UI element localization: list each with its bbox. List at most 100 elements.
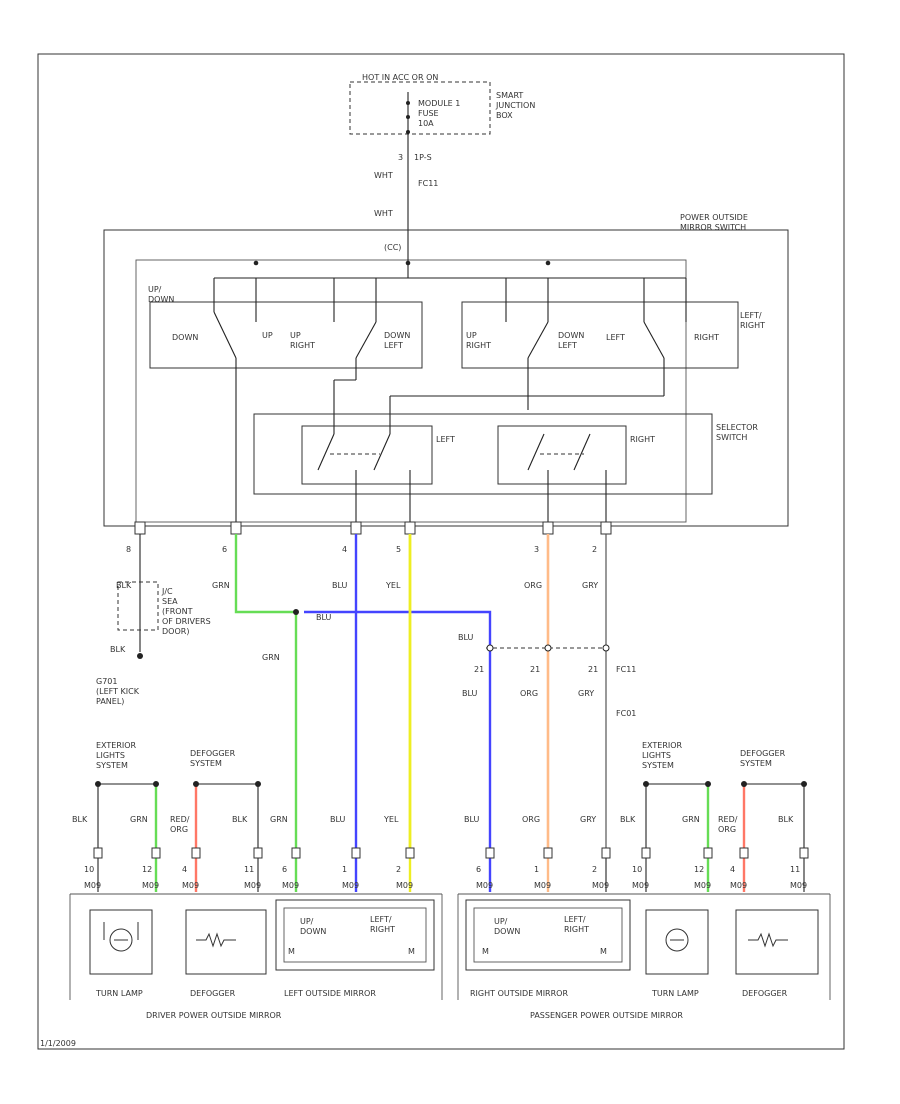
leftright-label: LEFT/RIGHT: [740, 311, 765, 330]
left-mirror-box: [275, 899, 435, 971]
lower-pin-connector: [93, 847, 103, 859]
lower-connector-code: M09: [694, 881, 711, 890]
lower-connector-code: M09: [592, 881, 609, 890]
fc-mid-label-2: FC01: [616, 709, 636, 718]
left-motor2: LEFT/RIGHT: [370, 915, 395, 934]
lower-connector-code: M09: [244, 881, 261, 890]
lower-pin-number: 1: [342, 865, 347, 874]
lower-wire-color: BLU: [464, 815, 480, 824]
lower-wires-right: BLU6M09ORG1M09GRY2M09BLK10M09GRN12M09RED…: [464, 781, 809, 892]
passenger-mirror-assembly: UP/DOWN LEFT/RIGHT M M RIGHT OUTSIDE MIR…: [457, 893, 831, 1020]
leftright-switch-box: [461, 301, 739, 369]
lower-wire-color: BLU: [330, 815, 346, 824]
footer-code: 1/1/2009: [40, 1039, 76, 1048]
cc-label: (CC): [384, 243, 401, 252]
left-motor-sym-1: M: [288, 947, 295, 956]
switch-pin-color: GRN: [212, 581, 230, 590]
right-mirror-box: [465, 899, 631, 971]
wire-end-dot: [643, 781, 649, 787]
lower-wire-color: RED/ORG: [170, 815, 190, 834]
left-motor-sym-2: M: [408, 947, 415, 956]
lower-pin-connector: [601, 847, 611, 859]
lower-connector-code: M09: [84, 881, 101, 890]
updown-label: UP/DOWN: [148, 285, 174, 304]
driver-assembly-label: DRIVER POWER OUTSIDE MIRROR: [146, 1011, 282, 1020]
right-motor1: UP/DOWN: [494, 917, 520, 936]
lower-wire-color: GRN: [130, 815, 148, 824]
lower-pin-connector: [191, 847, 201, 859]
gry2-label: GRY: [578, 689, 594, 698]
hot-label: HOT IN ACC OR ON: [362, 73, 438, 82]
lower-wire-color: BLK: [232, 815, 248, 824]
bulb-icon-right: [665, 928, 689, 952]
lower-wire-color: GRN: [682, 815, 700, 824]
connector-top-name: 1P-S: [414, 153, 432, 162]
wht-label-2: WHT: [374, 209, 393, 218]
switch-pin-color: BLK: [116, 581, 132, 590]
heater-icon: [196, 932, 236, 948]
lower-pin-connector: [641, 847, 651, 859]
org2-label: ORG: [520, 689, 538, 698]
lower-pin-connector: [291, 847, 301, 859]
lower-connector-code: M09: [282, 881, 299, 890]
lower-pin-connector: [543, 847, 553, 859]
left-motor1: UP/DOWN: [300, 917, 326, 936]
blu-mid-label: BLU: [316, 613, 332, 622]
lower-wires-left: BLK10M09GRN12M09RED/ORG4M09BLK11M09GRN6M…: [72, 781, 415, 892]
turn-lamp-left-box: [89, 909, 153, 975]
wire-end-dot: [193, 781, 199, 787]
selector-right-label: RIGHT: [630, 435, 655, 444]
defogger-right-label: DEFOGGER: [742, 989, 788, 998]
fc-label: FC11: [418, 179, 438, 188]
switch-pin-number: 4: [342, 545, 347, 554]
right-motor2: LEFT/RIGHT: [564, 915, 589, 934]
right-motor-sym-1: M: [482, 947, 489, 956]
lower-pin-number: 2: [592, 865, 597, 874]
lower-pin-number: 4: [730, 865, 735, 874]
switch-pin-connector: [230, 521, 242, 535]
lower-pin-number: 12: [142, 865, 152, 874]
lower-pin-number: 10: [632, 865, 642, 874]
lower-wire-color: BLK: [620, 815, 636, 824]
lower-wire-color: RED/ORG: [718, 815, 738, 834]
lower-connector-code: M09: [790, 881, 807, 890]
turn-lamp-right-box: [645, 909, 709, 975]
pin-21a: 21: [474, 665, 484, 674]
switch-pin-connector: [600, 521, 612, 535]
lower-pin-number: 1: [534, 865, 539, 874]
wire-end-dot: [801, 781, 807, 787]
grn-mid-label: GRN: [262, 653, 280, 662]
pin-21b: 21: [530, 665, 540, 674]
bulb-icon: [109, 928, 133, 952]
lower-connector-code: M09: [534, 881, 551, 890]
wire-end-dot: [255, 781, 261, 787]
selector-switch-box: [253, 413, 713, 495]
heater-icon-right: [748, 932, 788, 948]
switch-pin-color: GRY: [582, 581, 598, 590]
lower-pin-number: 2: [396, 865, 401, 874]
lower-pin-number: 11: [244, 865, 254, 874]
ground-point: [137, 653, 143, 659]
wire-end-dot: [153, 781, 159, 787]
defogger-right-box: [735, 909, 819, 975]
switch-pin-number: 6: [222, 545, 227, 554]
lower-pin-number: 12: [694, 865, 704, 874]
lower-pin-connector: [485, 847, 495, 859]
passenger-assembly-label: PASSENGER POWER OUTSIDE MIRROR: [530, 1011, 683, 1020]
lower-wire-color: BLK: [778, 815, 794, 824]
blu2-label: BLU: [462, 689, 478, 698]
lower-wire-color: YEL: [383, 815, 399, 824]
lower-connector-code: M09: [730, 881, 747, 890]
contact-left: LEFT: [606, 333, 625, 342]
lower-pin-connector: [351, 847, 361, 859]
